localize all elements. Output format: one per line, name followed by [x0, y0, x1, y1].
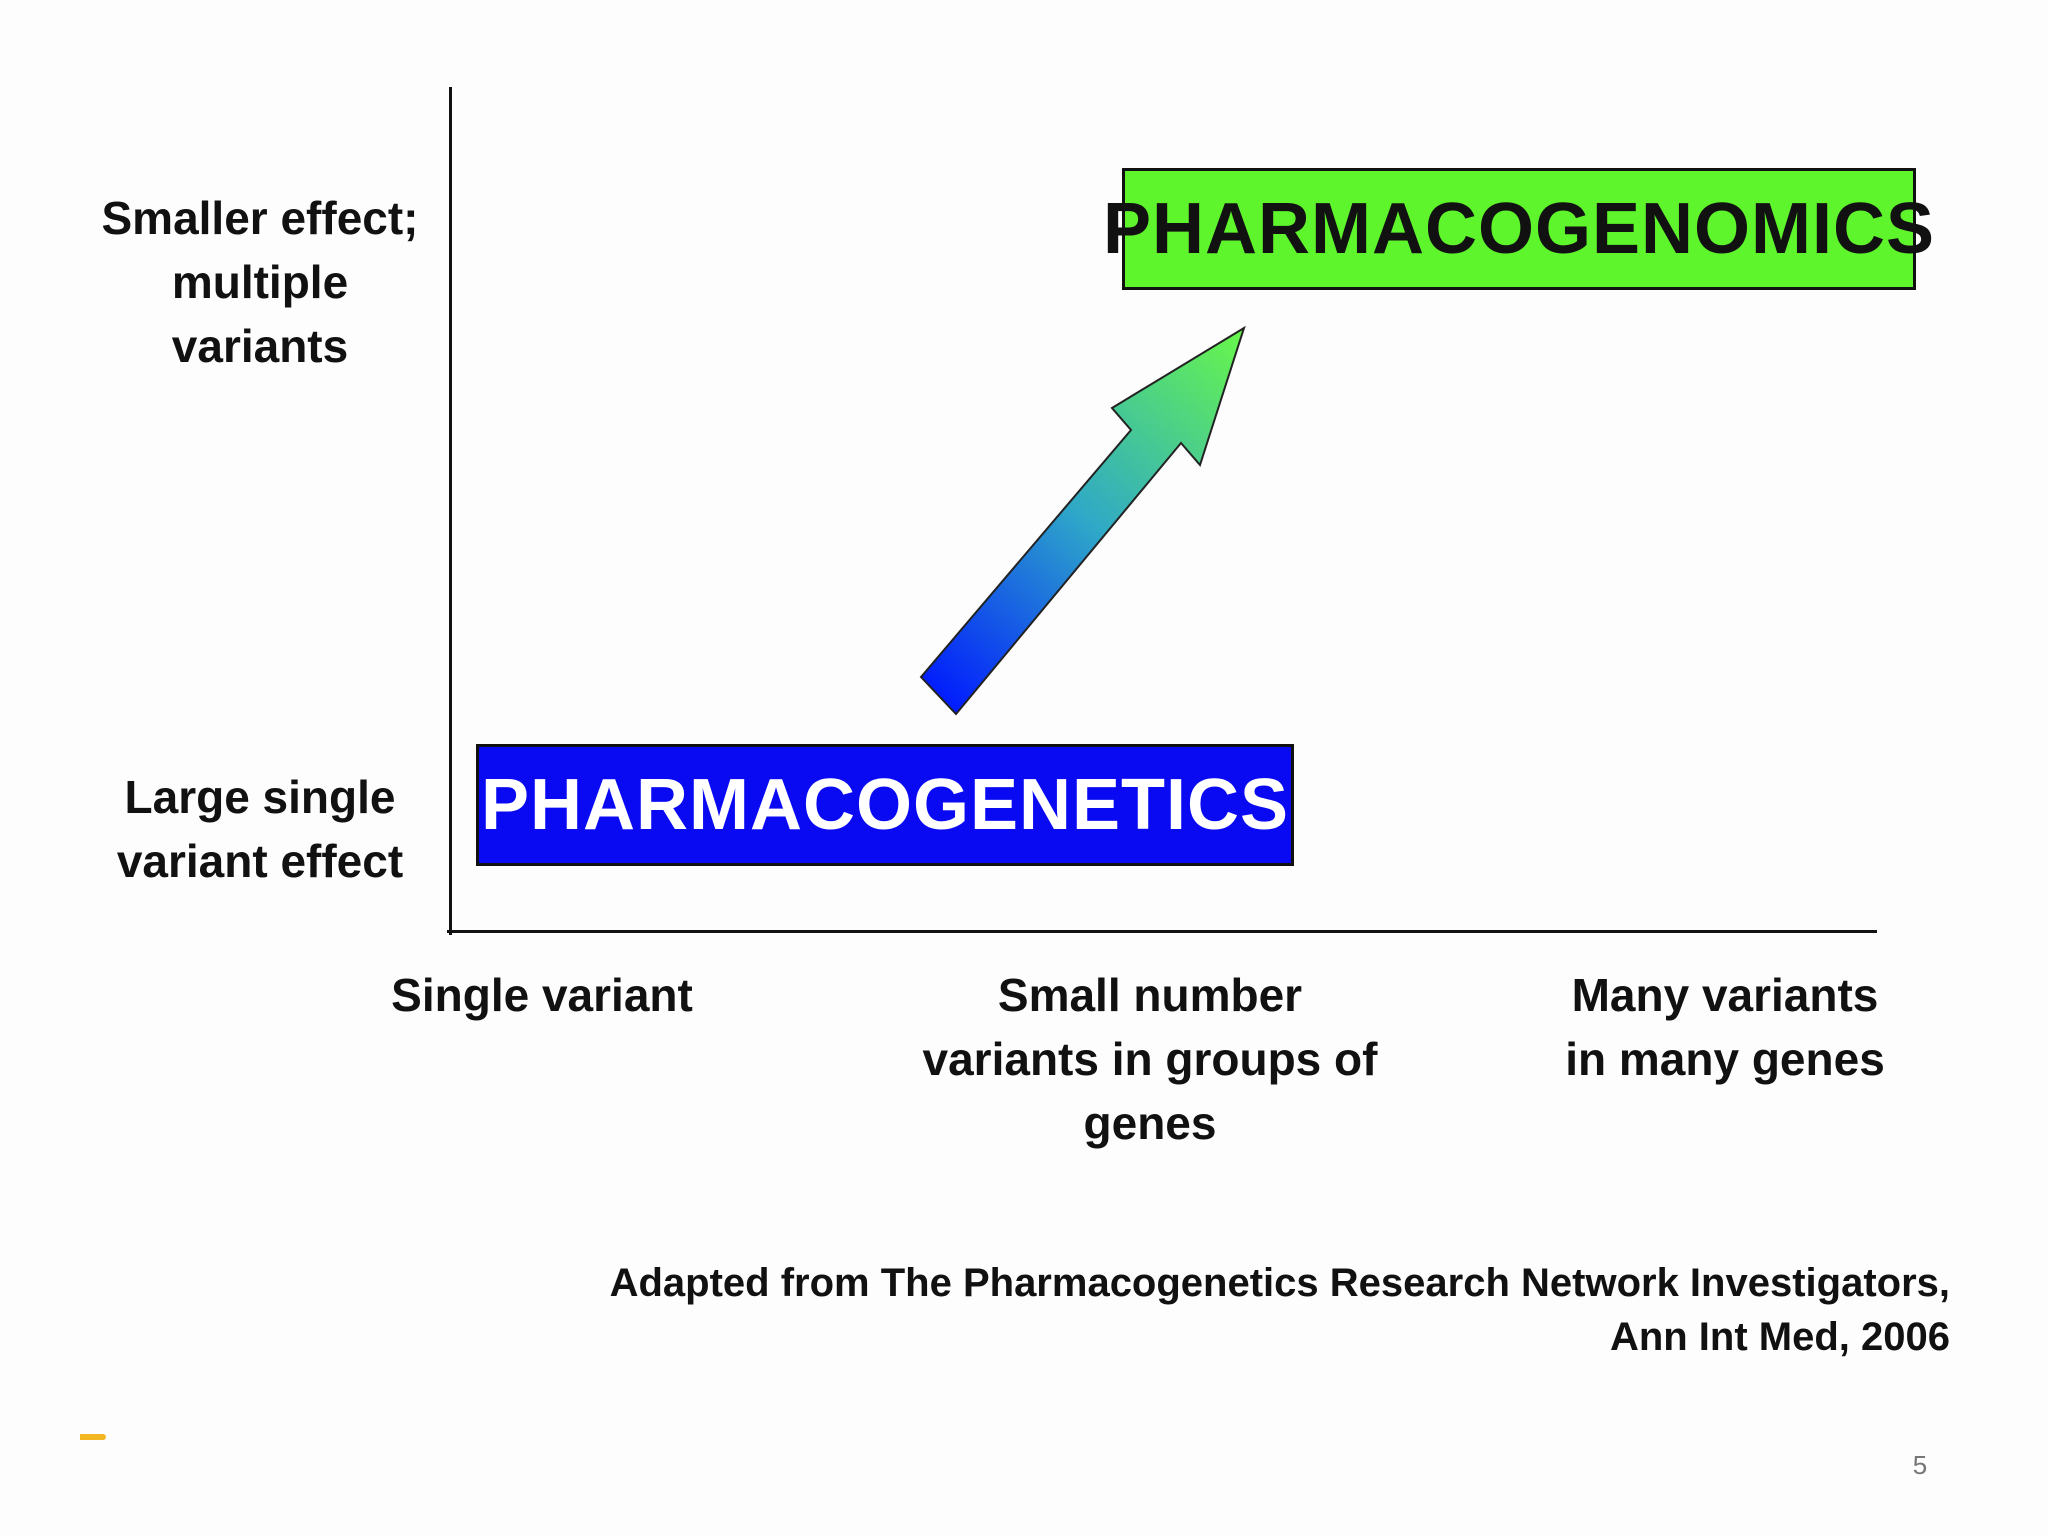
pharmacogenomics-box: PHARMACOGENOMICS	[1103, 168, 1934, 290]
pharmacogenetics-box: PHARMACOGENETICS	[476, 744, 1294, 866]
pharmacogenomics-label: PHARMACOGENOMICS	[1103, 189, 1936, 269]
citation-line-2: Ann Int Med, 2006	[1609, 1315, 1950, 1359]
x-axis-middle-label: Small number variants in groups of genes	[922, 969, 1378, 1149]
y-axis-line	[449, 87, 452, 935]
citation-line-1: Adapted from The Pharmacogenetics Resear…	[609, 1261, 1950, 1305]
x-axis-line	[447, 930, 1877, 933]
accent-mark	[80, 1434, 106, 1440]
pharmacogenetics-label: PHARMACOGENETICS	[480, 765, 1290, 845]
page-number: 5	[1912, 1450, 1928, 1480]
x-axis-right-label: Many variants in many genes	[1565, 969, 1885, 1085]
citation: Adapted from The Pharmacogenetics Resear…	[610, 1256, 1950, 1364]
y-axis-top-label: Smaller effect; multiple variants	[101, 192, 419, 372]
y-axis-bottom-label: Large single variant effect	[116, 771, 404, 887]
x-axis-left-label: Single variant	[391, 969, 693, 1021]
arrow-shape	[919, 325, 1246, 716]
